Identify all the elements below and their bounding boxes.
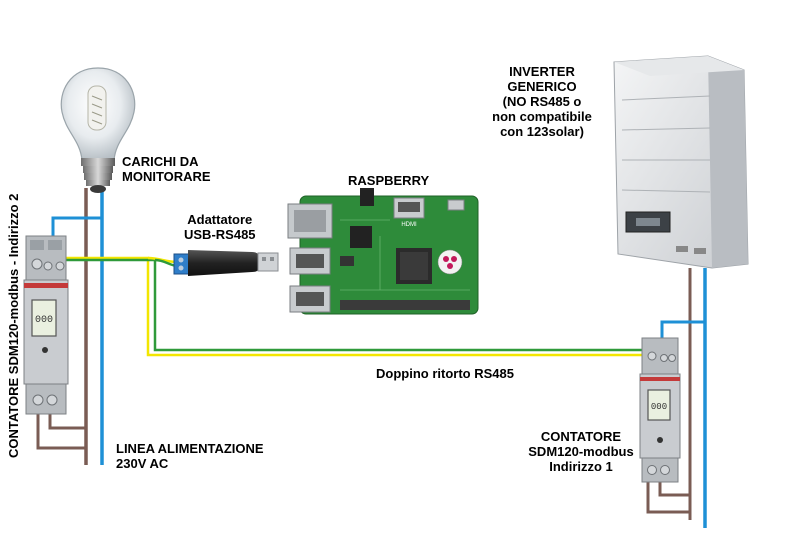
- adapter-label-line1: Adattatore: [187, 212, 253, 227]
- svg-text:000: 000: [651, 402, 667, 412]
- inverter-wires: [646, 268, 707, 528]
- inverter-label-line1: INVERTER: [509, 64, 575, 79]
- loads-label-line2: MONITORARE: [122, 169, 211, 184]
- meter2-label: CONTATORE SDM120-modbus - Indirizzo 2: [6, 193, 21, 458]
- power-line-label: LINEA ALIMENTAZIONE 230V AC: [116, 441, 264, 471]
- inverter-label: INVERTER GENERICO (NO RS485 o non compat…: [487, 64, 597, 139]
- raspberry-pi-board: HDMI: [287, 188, 479, 315]
- inverter-label-line5: con 123solar): [500, 124, 584, 139]
- meter-sdm120-addr2: 000: [23, 235, 69, 415]
- meter-sdm120-addr1: 000: [639, 337, 681, 483]
- svg-text:000: 000: [35, 315, 53, 326]
- meter1-label-line3: Indirizzo 1: [549, 459, 613, 474]
- meter1-label: CONTATORE SDM120-modbus Indirizzo 1: [526, 429, 636, 474]
- adapter-label: Adattatore USB-RS485: [184, 212, 256, 242]
- inverter-label-line3: (NO RS485 o: [502, 94, 582, 109]
- power-line-label-line1: LINEA ALIMENTAZIONE: [116, 441, 264, 456]
- inverter-label-line2: GENERICO: [507, 79, 577, 94]
- hdmi-label: HDMI: [401, 222, 417, 228]
- usb-rs485-adapter: [173, 250, 279, 276]
- adapter-label-line2: USB-RS485: [184, 227, 256, 242]
- light-bulb: [60, 67, 136, 193]
- meter1-label-line1: CONTATORE: [540, 429, 622, 444]
- loads-label: CARICHI DA MONITORARE: [122, 154, 211, 184]
- loads-label-line1: CARICHI DA: [122, 154, 199, 169]
- raspberry-label: RASPBERRY: [348, 173, 430, 188]
- inverter-generic: [613, 55, 749, 269]
- meter1-label-line2: SDM120-modbus: [528, 444, 634, 459]
- inverter-label-line4: non compatibile: [492, 109, 592, 124]
- twisted-pair-label: Doppino ritorto RS485: [376, 366, 514, 381]
- power-line-label-line2: 230V AC: [116, 456, 169, 471]
